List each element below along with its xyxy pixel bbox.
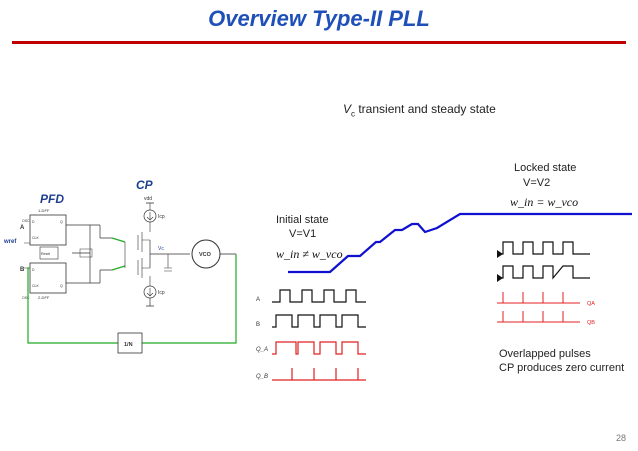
dff-bottom-box <box>29 262 67 294</box>
vdd-label: vdd <box>144 196 152 202</box>
feedback-wire <box>27 254 237 344</box>
input-a-label: A <box>20 225 25 231</box>
locked-state-label: Locked state <box>514 162 577 174</box>
wave-qb-label: Q_B <box>256 374 268 380</box>
vc-plot-title: Vc transient and steady state <box>343 102 496 118</box>
vc-node-label: Vc <box>158 246 164 252</box>
wave-b <box>272 314 366 328</box>
initial-v-label: V=V1 <box>289 228 317 240</box>
initial-eq: w_in ≠ w_vco <box>276 247 343 261</box>
dff-top-clk: CLK <box>32 236 39 240</box>
wave-a-label: A <box>256 297 260 303</box>
vc-title-sub: c <box>351 109 356 119</box>
divider-label: 1/N <box>124 342 133 348</box>
locked-qb-label: QB <box>587 320 595 326</box>
page-number: 28 <box>615 433 626 443</box>
vc-transient-line <box>288 212 632 274</box>
locked-qa-pulses <box>502 292 564 303</box>
dff-bottom-label: 2-DFF <box>38 295 50 300</box>
dff-bottom-clk: CLK <box>32 284 39 288</box>
vco-label: VCO <box>199 252 212 258</box>
dff-bottom-d: D <box>32 268 35 272</box>
locked-eq: w_in = w_vco <box>510 195 579 209</box>
circuit-schematic: 1-DFF 2-DFF Reset D CLK Q D CLK Q OSC OS… <box>3 196 237 354</box>
right-waveforms: QA QB <box>497 241 595 326</box>
wave-b-label: B <box>256 322 260 328</box>
note-line-2: CP produces zero current <box>499 362 625 374</box>
vc-title-rest: transient and steady state <box>355 102 496 116</box>
dff-top-label: 1-DFF <box>38 208 50 213</box>
locked-wave-1 <box>497 241 590 255</box>
left-waveforms: A B Q_A Q_B <box>256 289 366 381</box>
vc-title-var: V <box>343 102 352 116</box>
locked-wave-2 <box>497 265 590 280</box>
cp-label: CP <box>136 178 153 192</box>
wave-a <box>272 289 366 303</box>
reset-label: Reset <box>41 252 50 256</box>
locked-qb-pulses <box>502 311 564 322</box>
dff-bottom-q: Q <box>60 284 63 288</box>
dff-top-box <box>29 214 67 246</box>
vc-curve <box>288 212 632 274</box>
osc-bottom: OSC <box>22 296 30 300</box>
initial-state-label: Initial state <box>276 214 329 226</box>
wref-label: wref <box>3 239 17 245</box>
input-b-label: B <box>20 267 25 273</box>
locked-v-label: V=V2 <box>523 177 551 189</box>
wave-qb-pulses <box>291 368 359 380</box>
osc-top: OSC <box>22 219 30 223</box>
pfd-label: PFD <box>40 192 64 206</box>
dff-top-d: D <box>32 220 35 224</box>
locked-qa-label: QA <box>587 301 595 307</box>
wave-qa-label: Q_A <box>256 347 268 353</box>
dff-top-q: Q <box>60 220 63 224</box>
reset-gate <box>39 246 59 260</box>
wave-qa <box>272 341 366 355</box>
icp-bottom-label: Icp <box>158 290 165 296</box>
note-line-1: Overlapped pulses <box>499 348 591 360</box>
slide-title: Overview Type-II PLL <box>208 6 430 31</box>
divider-block <box>117 332 143 354</box>
title-rule <box>12 41 626 44</box>
icp-top-label: Icp <box>158 214 165 220</box>
